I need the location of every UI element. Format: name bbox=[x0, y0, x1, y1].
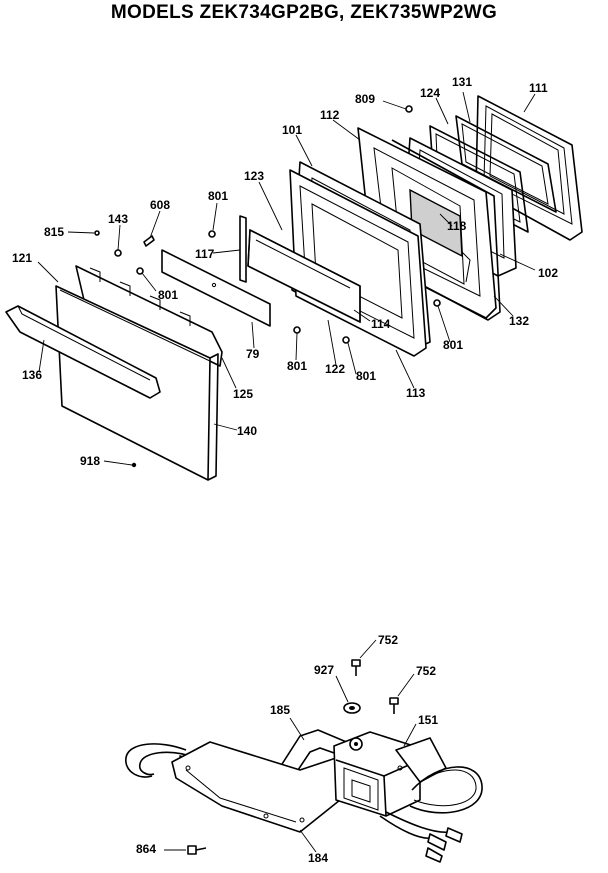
label-112: 112 bbox=[320, 108, 340, 122]
label-801b: 801 bbox=[158, 288, 178, 302]
label-801c: 801 bbox=[443, 338, 463, 352]
part-114-glass bbox=[247, 228, 361, 324]
part-125-panel bbox=[75, 265, 223, 367]
label-125: 125 bbox=[233, 387, 253, 401]
label-132: 132 bbox=[509, 314, 529, 328]
part-752-screw-b bbox=[389, 697, 399, 714]
part-132-frame bbox=[391, 139, 501, 321]
label-101: 101 bbox=[282, 123, 302, 137]
part-151-switch-housing bbox=[333, 731, 447, 817]
label-143: 143 bbox=[108, 212, 128, 226]
label-608: 608 bbox=[150, 198, 170, 212]
label-151: 151 bbox=[418, 713, 438, 727]
label-131: 131 bbox=[452, 75, 472, 89]
diagram-title: MODELS ZEK734GP2BG, ZEK735WP2WG bbox=[110, 2, 498, 23]
label-136: 136 bbox=[22, 368, 42, 382]
label-864: 864 bbox=[136, 842, 156, 856]
part-117-strip bbox=[239, 215, 247, 283]
label-801d: 801 bbox=[287, 359, 307, 373]
label-801a: 801 bbox=[208, 189, 228, 203]
label-801e: 801 bbox=[356, 369, 376, 383]
part-136-handle bbox=[5, 305, 161, 399]
label-122: 122 bbox=[325, 362, 345, 376]
leader-lines bbox=[37, 91, 536, 466]
label-114: 114 bbox=[371, 317, 391, 331]
label-815: 815 bbox=[44, 225, 64, 239]
label-121: 121 bbox=[12, 251, 32, 265]
label-184: 184 bbox=[308, 851, 328, 865]
label-113: 113 bbox=[406, 386, 426, 400]
part-wiring-harness bbox=[379, 766, 483, 863]
label-123: 123 bbox=[244, 169, 264, 183]
part-927-bushing bbox=[343, 702, 361, 714]
label-124: 124 bbox=[420, 86, 440, 100]
label-752b: 752 bbox=[416, 664, 436, 678]
label-918: 918 bbox=[80, 454, 100, 468]
part-184-base-plate bbox=[171, 741, 341, 833]
label-79: 79 bbox=[246, 347, 260, 361]
part-752-screw-a bbox=[351, 659, 361, 676]
label-809: 809 bbox=[355, 92, 375, 106]
label-117: 117 bbox=[195, 247, 215, 261]
label-752a: 752 bbox=[378, 633, 398, 647]
latch-leader-lines bbox=[164, 639, 417, 853]
part-131-gasket bbox=[455, 115, 557, 213]
label-927: 927 bbox=[314, 663, 334, 677]
label-111: 111 bbox=[529, 81, 548, 95]
part-118-glass bbox=[409, 188, 463, 258]
label-140: 140 bbox=[237, 424, 257, 438]
part-79-bracket bbox=[161, 249, 271, 327]
label-185: 185 bbox=[270, 703, 290, 717]
label-102: 102 bbox=[538, 266, 558, 280]
part-864-screw bbox=[187, 845, 207, 855]
label-118: 118 bbox=[447, 219, 467, 233]
